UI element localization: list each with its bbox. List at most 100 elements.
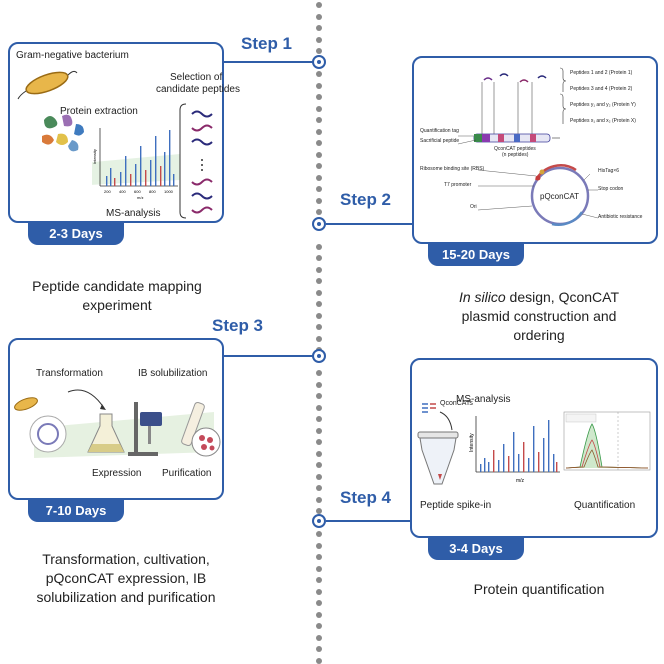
rbs-label: Ribosome binding site (RBS): [420, 166, 485, 172]
timeline-dot: [316, 335, 322, 342]
timeline-dot: [316, 508, 322, 514]
bacterium-label: Gram-negative bacterium: [16, 50, 129, 61]
spectrum-peak: [480, 464, 482, 472]
spectrum-peak: [125, 156, 127, 186]
qconcat-diagram: [457, 67, 599, 226]
timeline-dot: [316, 278, 322, 284]
spectrum-peak: [523, 442, 525, 472]
step1-ms-yaxis: Intensity: [92, 149, 97, 164]
timeline-dot: [316, 128, 322, 135]
spectrum-peak: [164, 152, 166, 186]
step-4-caption-line: Protein quantification: [473, 581, 605, 597]
timeline-dot: [316, 427, 322, 434]
spectrum-peak: [155, 136, 157, 186]
proteins-icon: [42, 114, 84, 152]
timeline-dot: [316, 140, 322, 146]
timeline-dot: [316, 588, 322, 595]
spectrum-peak: [513, 432, 515, 472]
step-2-caption-line: plasmid construction and: [461, 308, 617, 324]
peptide-bracket: [179, 103, 213, 219]
timeline-dot: [316, 565, 322, 572]
timeline-dot: [316, 163, 322, 169]
timeline-dot: [316, 473, 322, 480]
timeline-dot: [316, 600, 322, 606]
timeline-dot: [316, 255, 322, 261]
stop-label: Stop codon: [598, 186, 624, 192]
qconcat-peptides-label: QconCAT peptides: [494, 146, 536, 152]
step-2-label: Step 2: [340, 190, 392, 209]
spectrum-peak: [548, 420, 550, 472]
step-1-caption: Peptide candidate mapping experiment: [10, 277, 224, 315]
plasmid-label: pQconCAT: [540, 192, 579, 201]
timeline-dot: [316, 94, 322, 100]
step3-illustration: [14, 389, 221, 458]
timeline-dot: [316, 485, 322, 491]
timeline-dot: [316, 71, 322, 77]
timeline-dot: [316, 496, 322, 503]
peptide-group-1: Peptides 1 and 2 (Protein 1): [570, 70, 633, 76]
step1-ms-tick: 800: [149, 189, 156, 194]
expression-label: Expression: [92, 468, 142, 479]
step-4-connector: [326, 520, 412, 522]
spectrum-peak: [173, 174, 175, 186]
step4-ms-xaxis: m/z: [516, 478, 525, 484]
spectrum-peak: [120, 172, 122, 186]
peptide-group-3: Peptides y₁ and y₂ (Protein Y): [570, 102, 636, 108]
timeline-dot: [316, 36, 322, 43]
spectrum-peak: [556, 462, 558, 472]
timeline-dot: [316, 623, 322, 629]
spectrum-peak: [169, 130, 171, 186]
timeline-dot: [316, 439, 322, 445]
timeline-dot: [316, 25, 322, 31]
step-1-node: [312, 55, 326, 69]
ms-analysis-label: MS-analysis: [106, 208, 161, 219]
spectrum-peak: [114, 178, 116, 186]
step-3-caption-line: solubilization and purification: [36, 589, 216, 605]
timeline-dot: [316, 404, 322, 411]
histag-label: HisTag×6: [598, 168, 619, 174]
step-3-caption: Transformation, cultivation, pQconCAT ex…: [10, 550, 242, 607]
transformation-label: Transformation: [36, 368, 103, 379]
timeline-dot: [316, 542, 322, 549]
timeline-dot: [316, 151, 322, 158]
spectrum-peak: [488, 462, 490, 472]
step-3-node: [312, 349, 326, 363]
selection-label-1: Selection of: [170, 72, 223, 83]
protein-extraction-label: Protein extraction: [60, 106, 138, 117]
timeline-dot: [316, 13, 322, 20]
timeline-dot: [316, 531, 322, 537]
step-4-panel: MS-analysis QconCATs Intensity m/z Pepti…: [410, 358, 658, 538]
t7-label: T7 promoter: [444, 182, 472, 188]
spectrum-peak: [106, 176, 108, 186]
spectrum-peak: [150, 160, 152, 186]
timeline-dot: [316, 611, 322, 618]
spectrum-peak: [135, 164, 137, 186]
timeline-dot: [316, 634, 322, 641]
ms-spectrum-step1: Intensity 200 400 600 800 1000 m/z: [92, 128, 180, 200]
ms-analysis-label-step4: MS-analysis: [456, 394, 511, 405]
spectrum-peak: [538, 452, 540, 472]
step-2-caption-line-1: In silico design, QconCAT: [420, 288, 658, 307]
tube-icon: [417, 403, 459, 485]
spectrum-peak: [140, 146, 142, 186]
chromatogram: [563, 411, 651, 471]
spectrum-peak: [130, 174, 132, 186]
step1-ms-tick: 1000: [164, 189, 174, 194]
step-1-caption-line: Peptide candidate mapping: [32, 278, 202, 294]
step-1-caption-line: experiment: [82, 297, 152, 313]
timeline-dot: [316, 266, 322, 273]
step1-ms-tick: 400: [119, 189, 126, 194]
quant-tag-label: Quantification tag: [420, 128, 459, 134]
timeline-dot: [316, 577, 322, 583]
timeline-dot: [316, 312, 322, 319]
step-4-days: 3-4 Days: [428, 538, 524, 560]
step-2-caption: In silico design, QconCAT plasmid constr…: [420, 288, 658, 345]
peptide-group-4: Peptides x₁ and x₂ (Protein X): [570, 118, 636, 124]
step-2-caption-line: ordering: [513, 327, 565, 343]
timeline-dot: [316, 243, 322, 250]
timeline-dot: [316, 289, 322, 296]
timeline-dot: [316, 450, 322, 457]
step1-ms-tick: 200: [104, 189, 111, 194]
timeline-dot: [316, 174, 322, 181]
timeline-dot: [316, 301, 322, 307]
